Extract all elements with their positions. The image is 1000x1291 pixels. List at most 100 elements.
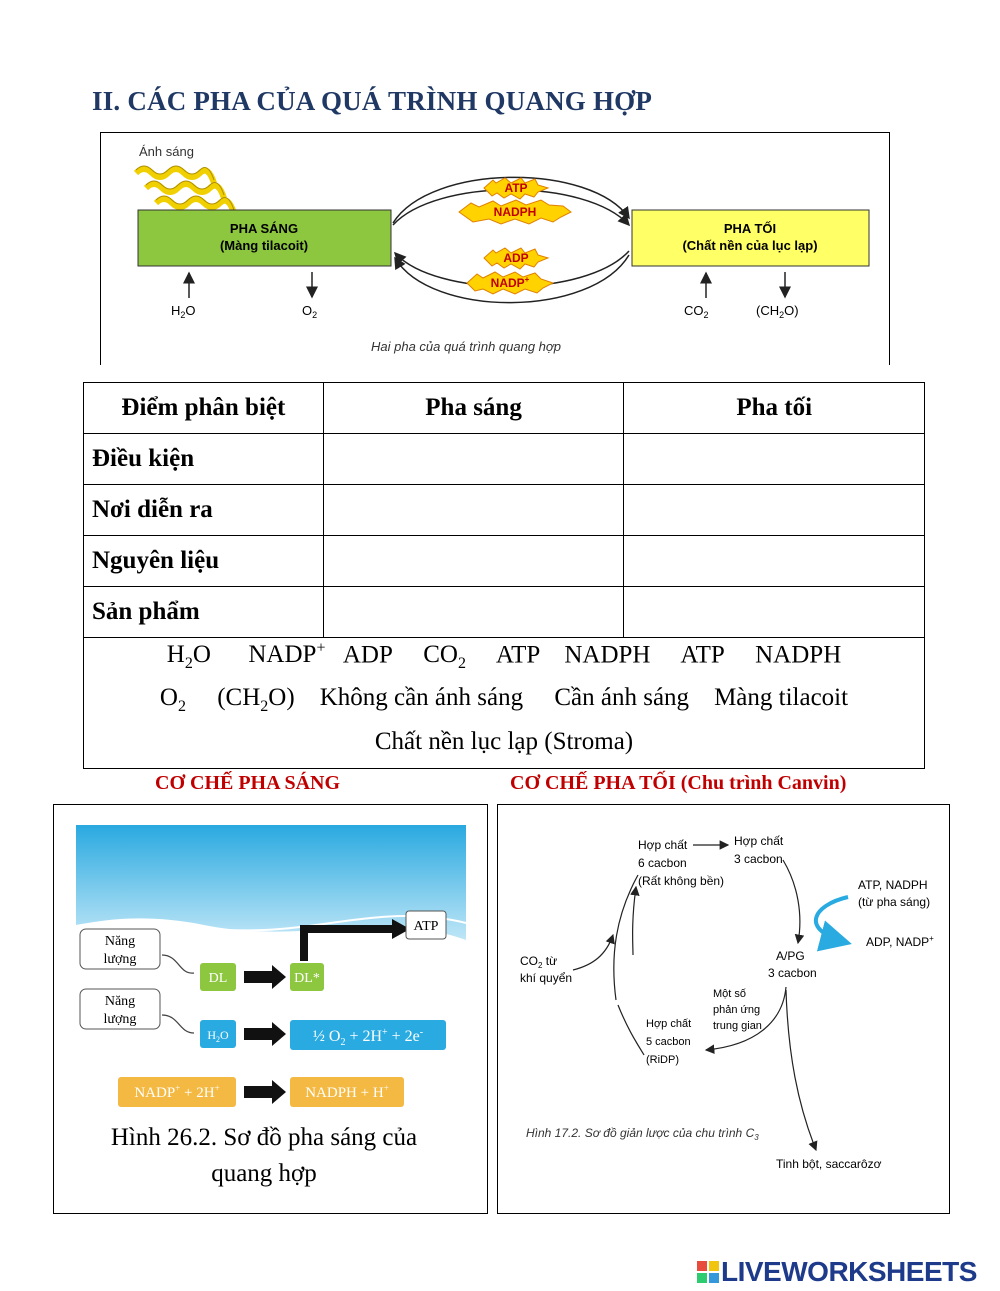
option-nadph-2[interactable]: NADPH [755,641,841,668]
word-bank-line-3: Chất nền lục lạp (Stroma) [84,728,924,756]
adp-burst: ADP [484,248,548,269]
energy-2-line-1: Năng [105,994,135,1009]
nadp-plus: + [525,275,530,284]
option-need-light[interactable]: Cần ánh sáng [554,684,689,711]
dark-phase-title: PHA TỐI [724,221,776,236]
option-nadp[interactable]: NADP+ [248,641,325,668]
c3-line-2: 3 cacbon [734,852,783,866]
table-row: Nguyên liệu [84,536,925,587]
answer-cell-light-location[interactable] [323,485,624,536]
table-row: Điều kiện [84,434,925,485]
light-mechanism-diagram: Năng lượng Năng lượng DL DL* ATP H2O ½ O… [54,805,487,1213]
option-no-light[interactable]: Không cần ánh sáng [320,684,523,711]
option-stroma[interactable]: Chất nền lục lạp (Stroma) [375,728,633,755]
arrow-icon [244,1022,286,1046]
co2-line-2: khí quyển [520,971,572,985]
light-mechanism-title: CƠ CHẾ PHA SÁNG [155,772,340,795]
c5-line-3: (RiDP) [646,1054,679,1066]
answer-cell-light-condition[interactable] [323,434,624,485]
light-label: Ánh sáng [139,144,194,159]
light-phase-title: PHA SÁNG [230,221,298,236]
option-h2o[interactable]: H2O [167,641,211,668]
header-criteria: Điểm phân biệt [84,383,324,434]
option-adp[interactable]: ADP [343,641,392,668]
light-caption-1: Hình 26.2. Sơ đồ pha sáng của [111,1124,417,1151]
svg-text:NADP+: NADP+ [491,275,530,290]
option-atp-2[interactable]: ATP [680,641,724,668]
word-bank-line-2: O2 (CH2O) Không cần ánh sáng Cần ánh sán… [84,684,924,716]
nadph-burst: NADPH [459,200,571,224]
apg-line-2: 3 cacbon [768,966,817,980]
row-label-condition: Điều kiện [84,434,324,485]
ch2o-label: (CH2O) [756,303,799,320]
calvin-cycle-diagram: Hợp chất 6 cacbon (Rất không bền) Hợp ch… [498,805,949,1213]
answer-cell-dark-materials[interactable] [624,536,925,587]
row-label-location: Nơi diễn ra [84,485,324,536]
dl-label: DL [209,971,228,986]
liveworksheets-logo: LIVEWORKSHEETS [697,1256,977,1288]
energy-1-line-1: Năng [105,934,135,949]
dark-phase-sub: (Chất nền của lục lạp) [682,238,817,253]
apg-line-1: A/PG [776,949,805,963]
table-header-row: Điểm phân biệt Pha sáng Pha tối [84,383,925,434]
answer-cell-dark-products[interactable] [624,587,925,638]
energy-1-line-2: lượng [104,952,137,967]
header-light-phase: Pha sáng [323,383,624,434]
atp-label: ATP [504,181,527,195]
sunlight-rays-icon [136,169,234,213]
products-label: ½ O2 + 2H+ + 2e- [313,1027,423,1048]
atp-box-label: ATP [414,919,439,934]
o2-label: O2 [302,303,317,320]
row-label-materials: Nguyên liệu [84,536,324,587]
inter-line-2: phản ứng [713,1004,760,1016]
dl-star-label: DL* [294,971,320,986]
nadp-burst: NADP+ [467,272,553,294]
c6-line-3: (Rất không bền) [638,874,724,888]
phases-figure: Ánh sáng PHA SÁNG (Màng tilacoit) PHA TỐ… [100,132,890,365]
arrow-icon [244,1080,286,1104]
inter-line-1: Một số [713,988,746,1000]
comparison-table: Điểm phân biệt Pha sáng Pha tối Điều kiệ… [83,382,925,638]
option-atp-1[interactable]: ATP [496,641,540,668]
logo-icon [697,1258,719,1280]
word-bank-line-1: H2O NADP+ ADP CO2 ATP NADPH ATP NADPH [84,640,924,673]
atp-burst: ATP [484,178,548,199]
header-dark-phase: Pha tối [624,383,925,434]
energy-2-line-2: lượng [104,1012,137,1027]
inter-line-3: trung gian [713,1020,762,1032]
starch-label: Tinh bột, saccarôzơ [776,1157,882,1171]
nadph-box-label: NADPH + H+ [305,1083,389,1101]
light-caption-2: quang hợp [211,1160,317,1187]
fig1-caption: Hai pha của quá trình quang hợp [371,339,561,354]
c3-line-1: Hợp chất [734,834,784,848]
atp-in-line-2: (từ pha sáng) [858,895,930,909]
dark-caption: Hình 17.2. Sơ đồ giản lược của chu trình… [526,1126,759,1142]
answer-cell-dark-location[interactable] [624,485,925,536]
table-row: Nơi diễn ra [84,485,925,536]
nadp-label: NADP [491,276,525,290]
c5-line-2: 5 cacbon [646,1036,691,1048]
light-mechanism-figure: Năng lượng Năng lượng DL DL* ATP H2O ½ O… [53,804,488,1214]
option-nadph-1[interactable]: NADPH [564,641,650,668]
option-ch2o[interactable]: (CH2O) [217,684,294,711]
adp-out-label: ADP, NADP+ [866,934,934,949]
light-phase-sub: (Màng tilacoit) [220,238,308,253]
co2-label: CO2 [684,303,709,320]
answer-cell-light-materials[interactable] [323,536,624,587]
option-membrane[interactable]: Màng tilacoit [714,684,848,711]
arrow-icon [244,965,286,989]
answer-cell-dark-condition[interactable] [624,434,925,485]
option-o2[interactable]: O2 [160,684,186,711]
nadph-label: NADPH [494,205,537,219]
dark-mechanism-title: CƠ CHẾ PHA TỐI (Chu trình Canvin) [510,772,846,795]
phases-diagram: Ánh sáng PHA SÁNG (Màng tilacoit) PHA TỐ… [101,133,891,366]
answer-cell-light-products[interactable] [323,587,624,638]
c6-line-2: 6 cacbon [638,856,687,870]
section-heading: II. CÁC PHA CỦA QUÁ TRÌNH QUANG HỢP [92,86,652,117]
c6-line-1: Hợp chất [638,838,688,852]
word-bank: H2O NADP+ ADP CO2 ATP NADPH ATP NADPH O2… [83,636,925,769]
row-label-products: Sản phẩm [84,587,324,638]
c5-line-1: Hợp chất [646,1018,691,1030]
h2o-label: H2O [171,303,196,320]
option-co2[interactable]: CO2 [423,641,466,668]
